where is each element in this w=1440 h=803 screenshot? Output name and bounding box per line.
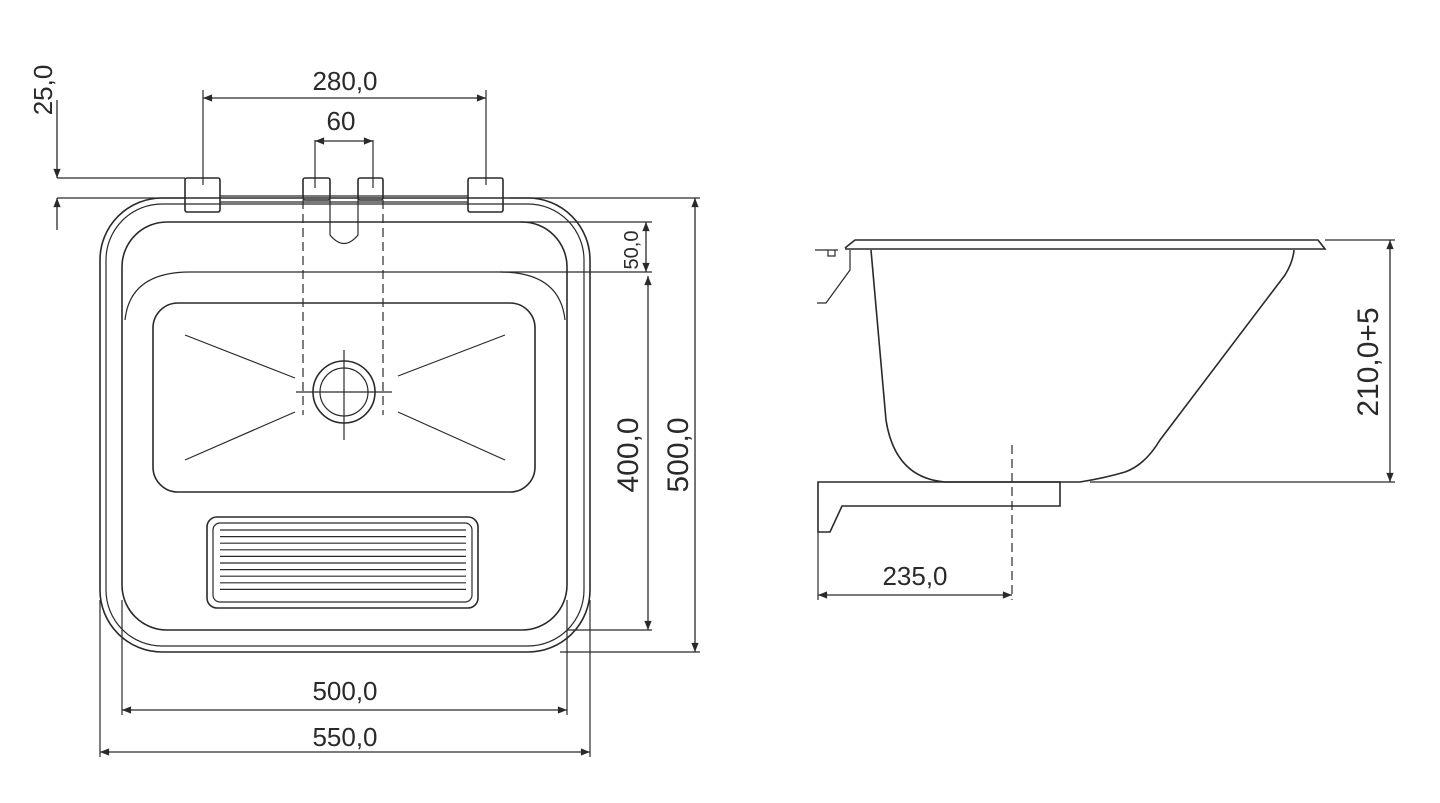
dim-slot-width: 60 [327, 106, 356, 136]
wall-clip [815, 249, 838, 257]
side-bowl [870, 249, 1295, 483]
dim-bowl-length: 400,0 [612, 417, 645, 492]
top-view-dimensions: 25,0 280,0 60 50,0 400,0 500,0 500,0 [28, 65, 700, 757]
dim-overall-width: 550,0 [312, 722, 377, 752]
drain-icon [296, 350, 392, 440]
support-bracket [817, 481, 1061, 533]
wall-bracket-top [817, 250, 851, 304]
sink-top-view [57, 177, 591, 653]
slot [329, 195, 359, 245]
washboard [206, 516, 479, 609]
dim-rim-offset: 50,0 [621, 231, 643, 270]
dim-depth: 210,0+5 [1352, 307, 1385, 416]
side-rim [844, 239, 1327, 250]
sink-side-view [815, 239, 1327, 600]
drain-grooves [184, 334, 506, 461]
dim-inner-width: 500,0 [312, 676, 377, 706]
side-view-dimensions: 210,0+5 235,0 [817, 239, 1395, 600]
tap-tab-right [357, 177, 384, 201]
inner-basin [121, 221, 568, 631]
basin-slope-line [124, 271, 566, 321]
dim-overall-length: 500,0 [662, 417, 695, 492]
bowl [152, 302, 536, 493]
tap-tab-left [302, 177, 331, 201]
outer-rim [99, 197, 591, 653]
dim-bracket-offset: 235,0 [882, 561, 947, 591]
dim-tap-spacing: 280,0 [312, 66, 377, 96]
dim-rim-thickness: 25,0 [28, 65, 58, 116]
outer-rim-inner [105, 203, 585, 647]
